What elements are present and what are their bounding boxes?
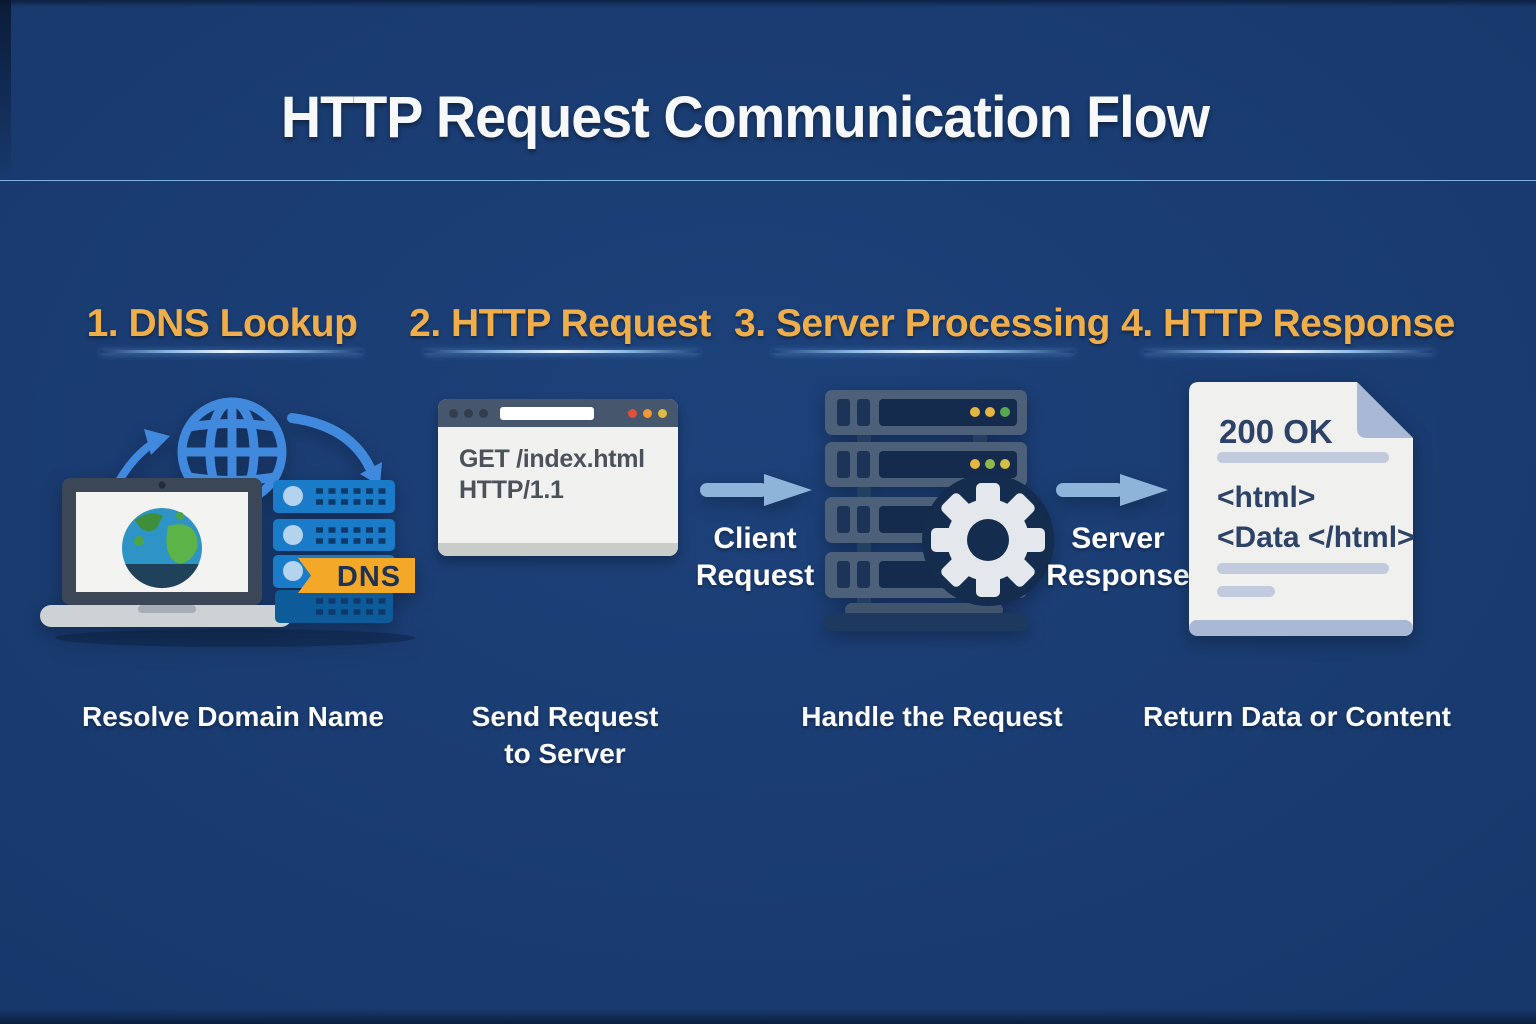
server-response-arrow-icon — [1056, 474, 1168, 506]
request-line-2: HTTP/1.1 — [459, 476, 564, 504]
code-line-2: <Data </html> — [1217, 521, 1415, 554]
server-led-dots — [970, 407, 1010, 469]
step-heading-http-response: 4. HTTP Response — [1121, 302, 1455, 345]
browser-window: GET /index.html HTTP/1.1 — [438, 399, 678, 556]
window-dot-icon — [464, 408, 473, 418]
traffic-dots — [628, 408, 667, 418]
dns-lookup-illustration: DNS — [40, 397, 415, 647]
heading-underline — [424, 350, 700, 353]
laptop-icon — [40, 478, 292, 627]
left-edge-shading — [0, 0, 11, 185]
step-heading-dns-lookup: 1. DNS Lookup — [86, 302, 358, 345]
address-bar — [500, 406, 594, 420]
browser-title-bar — [438, 399, 678, 427]
heading-underline — [1143, 350, 1433, 353]
step-caption-server: Handle the Request — [801, 701, 1063, 732]
request-line-1: GET /index.html — [459, 445, 645, 473]
top-edge-shading — [0, 0, 1536, 7]
client-request-label: Client Request — [695, 522, 815, 592]
heading-underline — [100, 350, 362, 353]
code-line-1: <html> — [1217, 481, 1315, 514]
red-dot-icon — [628, 408, 637, 418]
placeholder-bar — [1217, 563, 1389, 574]
client-request-arrow-icon — [700, 474, 812, 506]
bottom-edge-shading — [0, 1009, 1536, 1024]
webcam-dot — [158, 481, 166, 489]
step-caption-response: Return Data or Content — [1143, 701, 1451, 732]
yellow-dot-icon — [658, 408, 667, 418]
dns-server-stack-icon: DNS — [273, 480, 415, 623]
step-caption-dns: Resolve Domain Name — [82, 701, 384, 732]
dns-tag: DNS — [298, 558, 415, 593]
heading-underline — [772, 350, 1074, 353]
document-footer-strip — [1189, 620, 1413, 636]
http-request-text: GET /index.html HTTP/1.1 — [438, 427, 678, 506]
window-dot-icon — [479, 408, 488, 418]
step-heading-http-request: 2. HTTP Request — [409, 302, 711, 345]
title-divider-line — [0, 180, 1536, 184]
placeholder-bar — [1217, 586, 1275, 597]
earth-icon — [122, 508, 202, 589]
step-caption-request: Send Request to Server — [471, 701, 659, 769]
placeholder-bar — [1217, 452, 1389, 463]
gear-icon — [922, 474, 1054, 606]
response-document-icon: 200 OK <html> <Data </html> — [1189, 382, 1415, 636]
browser-status-strip — [438, 543, 678, 556]
orange-dot-icon — [643, 408, 652, 418]
status-code-text: 200 OK — [1219, 413, 1333, 450]
server-processing-illustration — [823, 390, 1054, 631]
step-heading-server-processing: 3. Server Processing — [734, 302, 1110, 345]
page-title: HTTP Request Communication Flow — [280, 85, 1210, 150]
server-response-label: Server Response — [1046, 522, 1190, 592]
folded-corner-icon — [1357, 382, 1413, 438]
ground-shadow — [55, 629, 415, 647]
window-dot-icon — [449, 408, 458, 418]
dns-tag-label: DNS — [337, 561, 401, 593]
curved-arrow-down-icon — [287, 413, 382, 486]
